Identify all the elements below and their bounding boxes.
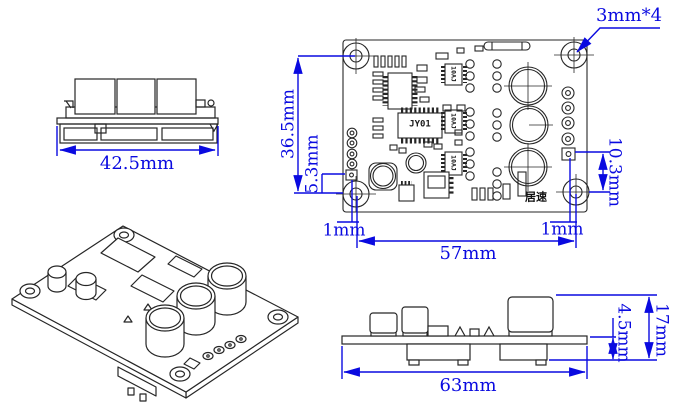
front-view-dimension-42-5 [56,126,219,156]
small-ic-label-2: 10AJ [449,113,458,129]
front-view [56,78,219,144]
left-pad-column [345,127,358,181]
passive-components [372,45,527,201]
dimension-total-height: 17mm [651,303,672,357]
top-view [336,37,596,213]
small-sop-chips [441,63,467,176]
header-tabs [373,55,407,68]
isometric-view [11,225,299,402]
capacitors-top [504,62,553,191]
dimension-pad-column-span: 10.3mm [604,136,625,208]
dimension-front-width: 42.5mm [99,153,175,174]
pad-clusters [465,59,502,201]
dimension-pad-to-hole: 5.3mm [302,134,323,194]
small-ic-label-1: 10AJ [449,66,458,82]
dimension-mounting-holes: 3mm*4 [595,5,663,26]
dimension-pad-edge-left: 1mm [322,220,366,241]
dimension-side-width: 63mm [439,375,497,396]
dimension-hole-span: 57mm [439,243,497,264]
dimension-pad-edge-right: 1mm [540,219,584,240]
small-ic-label-3: 10AJ [449,155,458,171]
main-ic-label: JY01 [409,119,431,130]
side-view-dimensions [341,294,657,379]
board-brand-text: 居速 [525,190,547,204]
right-pad-column [561,86,576,161]
dimension-top-height: 36.5mm [278,88,299,160]
top-view-dimensions [293,27,660,248]
dimension-board-connector-height: 4.5mm [613,303,634,363]
side-view [341,296,588,366]
